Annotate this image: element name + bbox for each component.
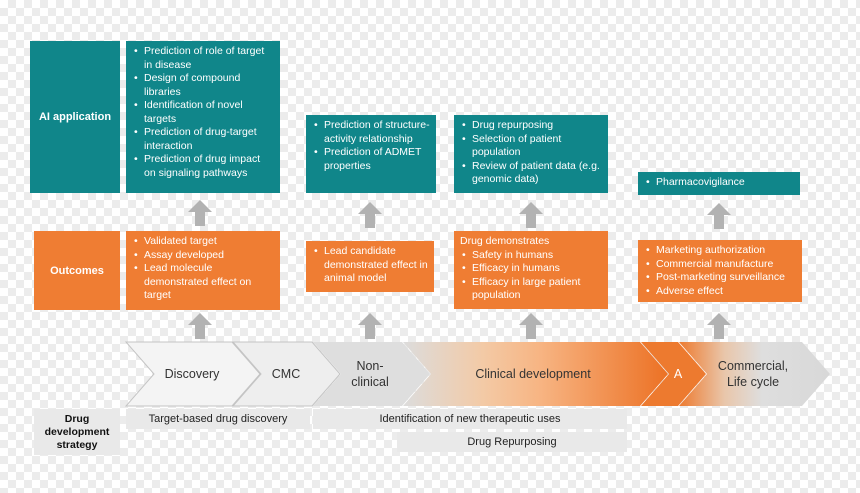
list-item: Identification of novel targets	[132, 99, 274, 126]
stage-commercial: Commercial, Life cycle	[717, 359, 789, 389]
up-arrow-icon	[188, 313, 212, 339]
stage-cmc: CMC	[271, 367, 301, 381]
list-item: Assay developed	[132, 249, 274, 263]
strategy-target-based: Target-based drug discovery	[126, 409, 310, 429]
list-item: Prediction of role of target in disease	[132, 45, 274, 72]
ai-commercial-list: Pharmacovigilance	[638, 172, 800, 194]
ai-discovery-list: Prediction of role of target in disease …	[126, 41, 280, 184]
list-item: Prediction of structure-activity relatio…	[312, 119, 430, 146]
outcomes-nonclinical-list: Lead candidate demonstrated effect in an…	[306, 241, 434, 290]
list-item: Prediction of drug-target interaction	[132, 126, 274, 153]
list-item: Efficacy in humans	[460, 262, 602, 276]
outcomes-clinical-list: Safety in humans Efficacy in humans Effi…	[454, 249, 608, 307]
outcomes-commercial-list: Marketing authorization Commercial manuf…	[638, 240, 802, 302]
list-item: Safety in humans	[460, 249, 602, 263]
stage-a: A	[673, 367, 683, 381]
outcomes-label: Outcomes	[34, 231, 120, 310]
up-arrow-icon	[707, 313, 731, 339]
list-item: Selection of patient population	[460, 133, 602, 160]
up-arrow-icon	[707, 203, 731, 229]
up-arrow-icon	[358, 202, 382, 228]
chevron-discovery	[124, 341, 261, 407]
list-item: Design of compound libraries	[132, 72, 274, 99]
strategy-repurposing: Drug Repurposing	[397, 432, 627, 452]
ai-clinical-list: Drug repurposing Selection of patient po…	[454, 115, 608, 191]
list-item: Pharmacovigilance	[644, 176, 794, 190]
ai-nonclinical-list: Prediction of structure-activity relatio…	[306, 115, 436, 177]
outcomes-commercial-box: Marketing authorization Commercial manuf…	[638, 240, 802, 302]
chevron-clinical	[403, 342, 668, 406]
up-arrow-icon	[519, 313, 543, 339]
list-item: Prediction of ADMET properties	[312, 146, 430, 173]
ai-application-label: AI application	[30, 41, 120, 193]
list-item: Adverse effect	[644, 285, 796, 299]
up-arrow-icon	[188, 200, 212, 226]
ai-clinical-box: Drug repurposing Selection of patient po…	[454, 115, 608, 193]
ai-commercial-box: Pharmacovigilance	[638, 172, 800, 195]
stage-clinical: Clinical development	[475, 367, 591, 381]
list-item: Validated target	[132, 235, 274, 249]
list-item: Drug repurposing	[460, 119, 602, 133]
up-arrow-icon	[358, 313, 382, 339]
chevron-a	[641, 342, 706, 406]
list-item: Marketing authorization	[644, 244, 796, 258]
ai-nonclinical-box: Prediction of structure-activity relatio…	[306, 115, 436, 193]
up-arrow-icon	[519, 202, 543, 228]
chevron-commercial	[679, 342, 830, 406]
list-item: Lead candidate demonstrated effect in an…	[312, 245, 428, 286]
outcomes-discovery-box: Validated target Assay developed Lead mo…	[126, 231, 280, 310]
outcomes-clinical-intro: Drug demonstrates	[460, 235, 550, 247]
list-item: Commercial manufacture	[644, 258, 796, 272]
list-item: Post-marketing surveillance	[644, 271, 796, 285]
stage-nonclinical: Non-clinical	[351, 359, 389, 389]
outcomes-nonclinical-box: Lead candidate demonstrated effect in an…	[306, 241, 434, 292]
strategy-label: Drug development strategy	[34, 409, 120, 455]
list-item: Review of patient data (e.g. genomic dat…	[460, 160, 602, 187]
ai-discovery-box: Prediction of role of target in disease …	[126, 41, 280, 193]
list-item: Prediction of drug impact on signaling p…	[132, 153, 274, 180]
outcomes-clinical-box: Drug demonstrates Safety in humans Effic…	[454, 231, 608, 309]
outcomes-discovery-list: Validated target Assay developed Lead mo…	[126, 231, 280, 307]
list-item: Efficacy in large patient population	[460, 276, 602, 303]
chevron-cmc	[231, 341, 341, 407]
strategy-new-uses: Identification of new therapeutic uses	[313, 409, 627, 429]
stage-discovery: Discovery	[164, 367, 220, 381]
list-item: Lead molecule demonstrated effect on tar…	[132, 262, 274, 303]
chevron-nonclinical	[313, 342, 430, 406]
